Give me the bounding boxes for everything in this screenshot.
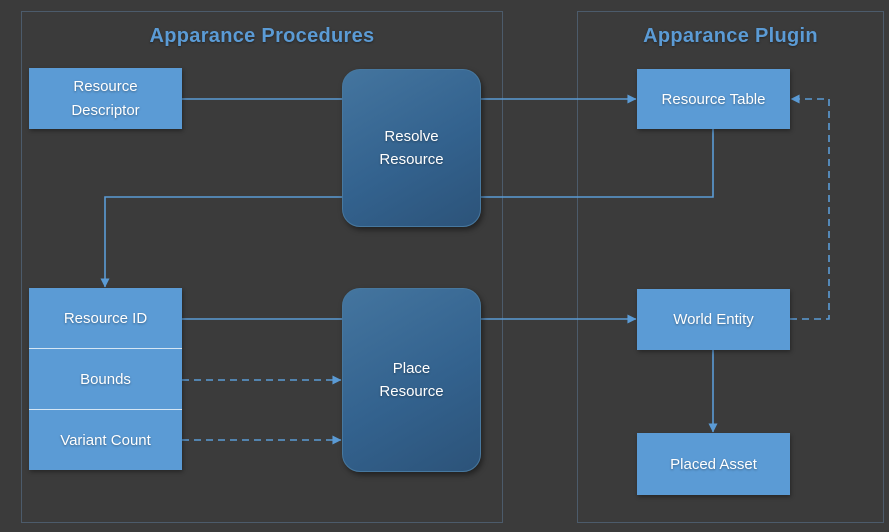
node-place-resource-label: Place Resource (379, 359, 444, 400)
stack-row-resource-id: Resource ID (63, 309, 148, 327)
node-world-entity-label: World Entity (673, 311, 754, 328)
stack-row-bounds: Bounds (29, 348, 182, 409)
node-resource-table-label: Resource Table (661, 90, 766, 108)
node-resolve-resource-label: Resolve Resource (379, 127, 444, 168)
container-title-plugin: Apparance Plugin (643, 25, 818, 47)
node-place-resource: Place Resource (342, 288, 481, 472)
node-resource-descriptor-label: Resource Descriptor (71, 78, 140, 119)
container-apparance-procedures: Apparance Procedures (21, 11, 503, 523)
node-resource-table: Resource Table (637, 69, 790, 129)
node-resource-descriptor: Resource Descriptor (29, 68, 182, 129)
node-resolve-resource: Resolve Resource (342, 69, 481, 227)
node-placed-asset-label: Placed Asset (670, 455, 757, 473)
container-apparance-plugin: Apparance Plugin (577, 11, 884, 523)
connector-world-entity-to-resource-table (790, 94, 830, 320)
stack-row-variant-count: Variant Count (29, 409, 182, 470)
node-resource-id-stack: Resource ID Bounds Variant Count (29, 288, 182, 470)
node-placed-asset: Placed Asset (637, 433, 790, 495)
node-world-entity: World Entity (637, 289, 790, 350)
container-title-procedures: Apparance Procedures (149, 25, 375, 47)
